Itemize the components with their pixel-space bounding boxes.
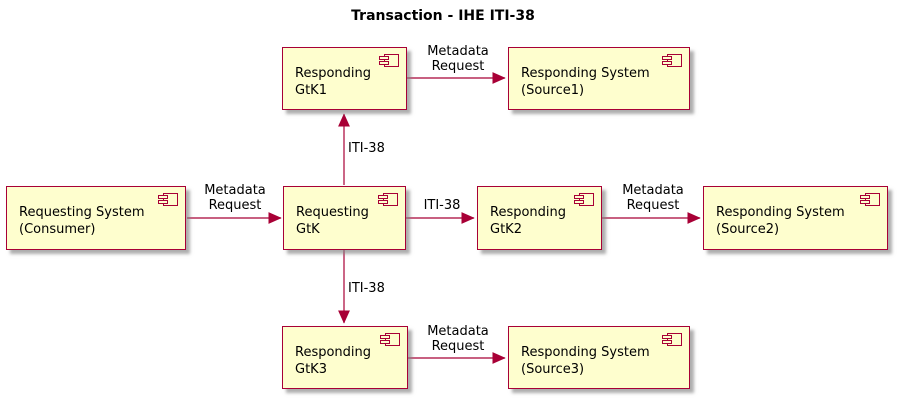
component-icon [860, 193, 880, 206]
edge-label: Metadata Request [204, 183, 266, 213]
edge-label: ITI-38 [348, 141, 385, 156]
diagram-title: Transaction - IHE ITI-38 [351, 8, 535, 24]
edge-label: ITI-38 [348, 281, 385, 296]
component-responding-system-source1: Responding System (Source1) [508, 47, 690, 110]
component-label: Responding GtK3 [295, 344, 372, 377]
component-label: Responding System (Source1) [521, 65, 650, 98]
component-icon [574, 193, 594, 206]
component-requesting-gtk: Requesting GtK [283, 186, 406, 250]
edge-label: Metadata Request [427, 324, 489, 354]
component-responding-gtk3: Responding GtK3 [282, 326, 408, 389]
component-icon [380, 333, 400, 346]
component-label: Responding GtK2 [490, 205, 567, 237]
component-requesting-system-consumer: Requesting System (Consumer) [6, 186, 186, 250]
component-label: Responding System (Source3) [521, 344, 650, 377]
edge-label: Metadata Request [427, 44, 489, 74]
edge-label: ITI-38 [423, 198, 461, 213]
component-icon [378, 193, 398, 206]
component-icon [158, 193, 178, 206]
component-label: Requesting GtK [296, 205, 369, 237]
component-label: Requesting System (Consumer) [19, 205, 145, 237]
component-icon [379, 54, 399, 67]
component-label: Responding System (Source2) [716, 205, 845, 237]
component-responding-gtk1: Responding GtK1 [282, 47, 407, 110]
component-icon [662, 54, 682, 67]
component-responding-system-source3: Responding System (Source3) [508, 326, 690, 389]
component-responding-gtk2: Responding GtK2 [477, 186, 602, 250]
component-label: Responding GtK1 [295, 65, 372, 98]
component-responding-system-source2: Responding System (Source2) [703, 186, 888, 250]
edge-label: Metadata Request [622, 183, 684, 213]
component-icon [662, 333, 682, 346]
